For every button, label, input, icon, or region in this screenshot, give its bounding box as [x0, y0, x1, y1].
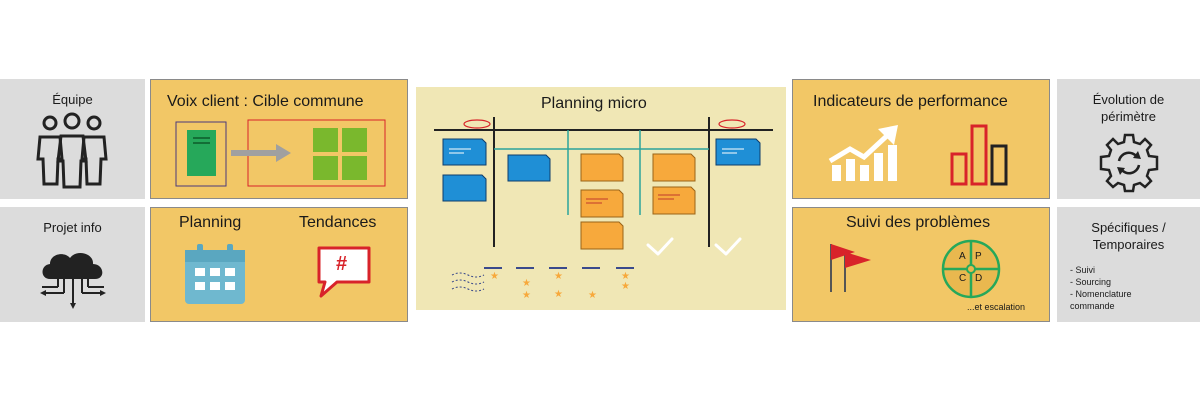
svg-text:★: ★	[490, 271, 499, 282]
svg-text:★: ★	[522, 290, 531, 301]
pdca-c: C	[959, 273, 967, 284]
svg-text:★: ★	[522, 278, 531, 289]
specifiques-panel: Spécifiques / Temporaires - Suivi - Sour…	[1057, 207, 1200, 322]
evolution-label-line2: périmètre	[1101, 109, 1156, 124]
hashtag-symbol: #	[336, 253, 348, 275]
flags-icon	[830, 244, 871, 292]
planning-title: Planning	[179, 214, 242, 231]
planning-micro-panel: Planning micro	[416, 87, 786, 310]
voix-client-title: Voix client : Cible commune	[167, 93, 364, 110]
voix-client-diagram	[175, 119, 386, 187]
svg-text:★: ★	[621, 271, 630, 282]
suivi-problemes-title: Suivi des problèmes	[846, 214, 991, 231]
voix-client-panel: Voix client : Cible commune	[150, 79, 408, 199]
team-icon	[36, 112, 108, 189]
specifiques-label-line2: Temporaires	[1092, 237, 1165, 252]
speech-bubble-icon	[317, 246, 371, 298]
bullet-sourcing: - Sourcing	[1070, 277, 1112, 287]
trending-up-icon	[828, 125, 898, 181]
svg-text:★: ★	[554, 289, 563, 300]
evolution-label-line1: Évolution de	[1092, 92, 1165, 107]
bar-chart-icon	[950, 124, 1008, 186]
pdca-wheel-icon	[941, 239, 1001, 299]
bullet-suivi: - Suivi	[1070, 265, 1096, 275]
bullet-commande: commande	[1070, 301, 1115, 311]
bullet-nomenclature: - Nomenclature	[1070, 289, 1132, 299]
svg-text:★: ★	[588, 290, 597, 301]
pdca-d: D	[975, 273, 983, 284]
planning-tendances-panel: Planning Tendances #	[150, 207, 408, 322]
equipe-panel: Équipe	[0, 79, 145, 199]
escalation-note: ...et escalation	[967, 302, 1026, 312]
pdca-p: P	[975, 251, 982, 262]
tendances-title: Tendances	[299, 214, 377, 231]
planning-board: ★ ★★ ★★ ★ ★★	[434, 117, 773, 301]
suivi-problemes-panel: Suivi des problèmes A P C D ...et escala…	[792, 207, 1050, 322]
pdca-a: A	[959, 251, 966, 262]
calendar-icon	[185, 244, 245, 304]
indicateurs-title: Indicateurs de performance	[813, 93, 1008, 110]
equipe-label: Équipe	[52, 92, 93, 107]
indicateurs-panel: Indicateurs de performance	[792, 79, 1050, 199]
svg-text:★: ★	[621, 281, 630, 292]
cloud-network-icon	[40, 253, 106, 309]
planning-micro-title: Planning micro	[541, 95, 647, 112]
gear-refresh-icon	[1099, 133, 1159, 193]
projet-info-panel: Projet info	[0, 207, 145, 322]
specifiques-label-line1: Spécifiques /	[1091, 220, 1166, 235]
svg-text:★: ★	[554, 271, 563, 282]
projet-info-label: Projet info	[43, 220, 102, 235]
evolution-panel: Évolution de périmètre	[1057, 79, 1200, 199]
